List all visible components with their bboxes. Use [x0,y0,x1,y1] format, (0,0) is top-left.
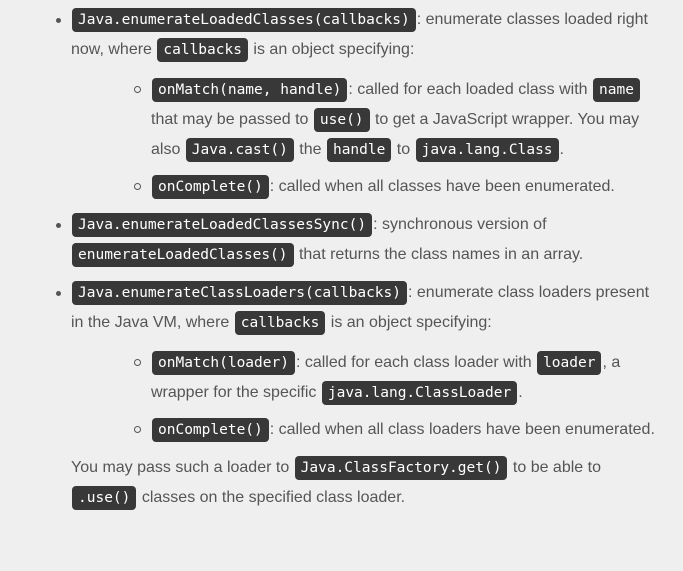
text: : synchronous version of [373,216,547,233]
api-list: Java.enumerateLoadedClasses(callbacks): … [56,5,661,513]
text: : called for each class loader with [295,354,537,371]
api-item: Java.enumerateLoadedClasses(callbacks): … [56,5,661,202]
inline-code: use() [313,108,370,132]
api-item: Java.enumerateClassLoaders(callbacks): e… [56,278,661,513]
inline-code: enumerateLoadedClasses() [72,243,294,267]
inline-code: java.lang.ClassLoader [321,381,518,405]
inline-code: Java.cast() [185,138,294,162]
text: : called when all classes have been enum… [269,178,615,195]
callbacks-list: onMatch(loader): called for each class l… [134,348,661,445]
inline-code: callbacks [157,38,248,62]
text: classes on the specified class loader. [137,489,406,506]
inline-code: name [593,78,640,102]
inline-code: onComplete() [152,418,269,442]
callback-item: onMatch(name, handle): called for each l… [134,75,661,165]
text: : called when all class loaders have bee… [269,421,655,438]
callback-item: onMatch(loader): called for each class l… [134,348,661,408]
inline-code: loader [537,351,602,375]
text: the [294,141,326,158]
inline-code: onMatch(name, handle) [152,78,348,102]
inline-code: java.lang.Class [415,138,559,162]
text: to [392,141,415,158]
inline-code: Java.enumerateLoadedClasses(callbacks) [72,8,416,32]
text: : enumerate class loaders present in the… [71,284,650,331]
note-paragraph: You may pass such a loader to Java.Class… [71,453,661,513]
text: that returns the class names in an array… [294,246,584,263]
inline-code: handle [326,138,392,162]
inline-code: Java.enumerateClassLoaders(callbacks) [72,281,408,305]
text: is an object specifying: [248,41,415,58]
callback-item: onComplete(): called when all class load… [134,415,661,445]
text: : enumerate classes loaded right now, wh… [71,11,648,58]
text: . [518,384,523,401]
text: : called for each loaded class with [348,81,593,98]
inline-code: .use() [72,486,137,510]
text: that may be passed to [151,111,313,128]
callback-item: onComplete(): called when all classes ha… [134,172,661,202]
text: , a wrapper for the specific [151,354,621,401]
text: is an object specifying: [326,314,492,331]
inline-code: Java.enumerateLoadedClassesSync() [72,213,373,237]
callbacks-list: onMatch(name, handle): called for each l… [134,75,661,202]
inline-code: onComplete() [152,175,269,199]
api-item: Java.enumerateLoadedClassesSync(): synch… [56,210,661,270]
inline-code: onMatch(loader) [152,351,295,375]
inline-code: callbacks [234,311,326,335]
text: to get a JavaScript wrapper. You may als… [151,111,640,158]
text: . [559,141,564,158]
text: You may pass such a loader to [71,459,294,476]
inline-code: Java.ClassFactory.get() [294,456,508,480]
api-doc: Java.enumerateLoadedClasses(callbacks): … [56,5,661,521]
text: to be able to [508,459,601,476]
